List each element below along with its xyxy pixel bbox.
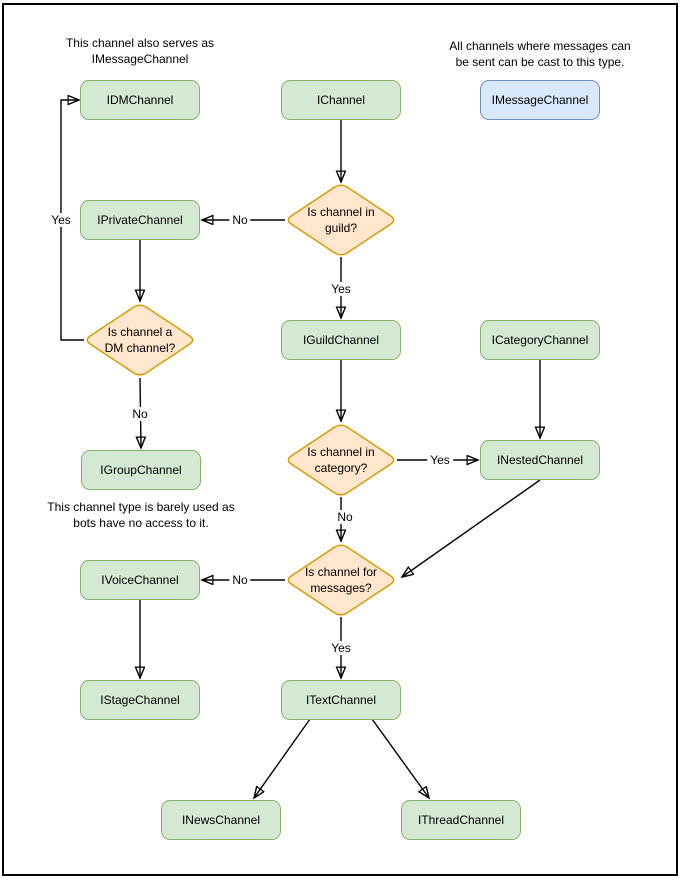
edge-itextchannel-to-ithreadchannel	[371, 718, 429, 798]
decision-in-category-line2: category?	[314, 461, 368, 475]
node-iprivatechannel: IPrivateChannel	[80, 200, 200, 240]
node-igroupchannel: IGroupChannel	[81, 450, 201, 490]
annotation-dm-note-line1: This channel also serves as	[65, 36, 215, 50]
edge-label-messages-yes: Yes	[328, 641, 354, 655]
decision-in-category-label: Is channel in category?	[291, 421, 391, 499]
node-iguildchannel: IGuildChannel	[281, 320, 401, 360]
decision-for-messages-line1: Is channel for	[304, 565, 378, 579]
decision-is-channel-in-category: Is channel in category?	[283, 421, 399, 499]
node-imessagechannel: IMessageChannel	[480, 80, 600, 120]
annotation-group-note-line1: This channel type is barely used as	[47, 500, 235, 514]
decision-is-channel-for-messages: Is channel for messages?	[283, 541, 399, 619]
decision-in-guild-line2: guild?	[324, 221, 358, 235]
decision-in-category-line1: Is channel in	[307, 445, 375, 459]
decision-for-messages-label: Is channel for messages?	[291, 541, 391, 619]
node-ichannel: IChannel	[281, 80, 401, 120]
annotation-cast-note-line2: be sent can be cast to this type.	[455, 54, 625, 69]
node-istagechannel: IStageChannel	[80, 680, 200, 720]
edge-label-dm-no: No	[129, 407, 151, 421]
diamond-shape	[287, 424, 395, 496]
decision-in-guild-line1: Is channel in	[307, 205, 375, 219]
annotation-cast-note: All channels where messages can be sent …	[430, 39, 650, 70]
decision-for-messages-line2: messages?	[310, 581, 372, 595]
decision-is-dm-label: Is channel a DM channel?	[90, 301, 190, 379]
edge-label-guild-yes: Yes	[328, 282, 354, 296]
edge-label-dm-yes: Yes	[48, 213, 74, 227]
edge-itextchannel-to-inewschannel	[254, 718, 311, 798]
node-ithreadchannel: IThreadChannel	[401, 800, 521, 840]
decision-is-dm-line1: Is channel a	[107, 325, 173, 339]
node-inestedchannel: INestedChannel	[480, 440, 600, 480]
node-itextchannel: ITextChannel	[281, 680, 401, 720]
decision-in-guild-label: Is channel in guild?	[291, 181, 391, 259]
decision-is-channel-a-dm: Is channel a DM channel?	[82, 301, 198, 379]
diamond-shape	[86, 304, 194, 376]
edge-label-guild-no: No	[229, 213, 251, 227]
annotation-dm-note-line2: IMessageChannel	[91, 51, 189, 66]
node-inewschannel: INewsChannel	[161, 800, 281, 840]
node-icategorychannel: ICategoryChannel	[480, 320, 600, 360]
diamond-shape	[287, 184, 395, 256]
diamond-shape	[287, 544, 395, 616]
annotation-dm-note: This channel also serves as IMessageChan…	[30, 36, 250, 67]
annotation-group-note: This channel type is barely used as bots…	[21, 500, 261, 531]
decision-is-dm-line2: DM channel?	[104, 341, 176, 355]
node-idmchannel: IDMChannel	[80, 80, 200, 120]
edge-label-category-yes: Yes	[427, 453, 453, 467]
edge-inestedchannel-to-messages-decision	[402, 479, 541, 577]
decision-is-channel-in-guild: Is channel in guild?	[283, 181, 399, 259]
annotation-group-note-line2: bots have no access to it.	[73, 515, 209, 530]
annotation-cast-note-line1: All channels where messages can	[449, 39, 631, 53]
edge-label-category-no: No	[334, 510, 356, 524]
edge-label-messages-no: No	[229, 573, 251, 587]
node-ivoicechannel: IVoiceChannel	[80, 560, 200, 600]
